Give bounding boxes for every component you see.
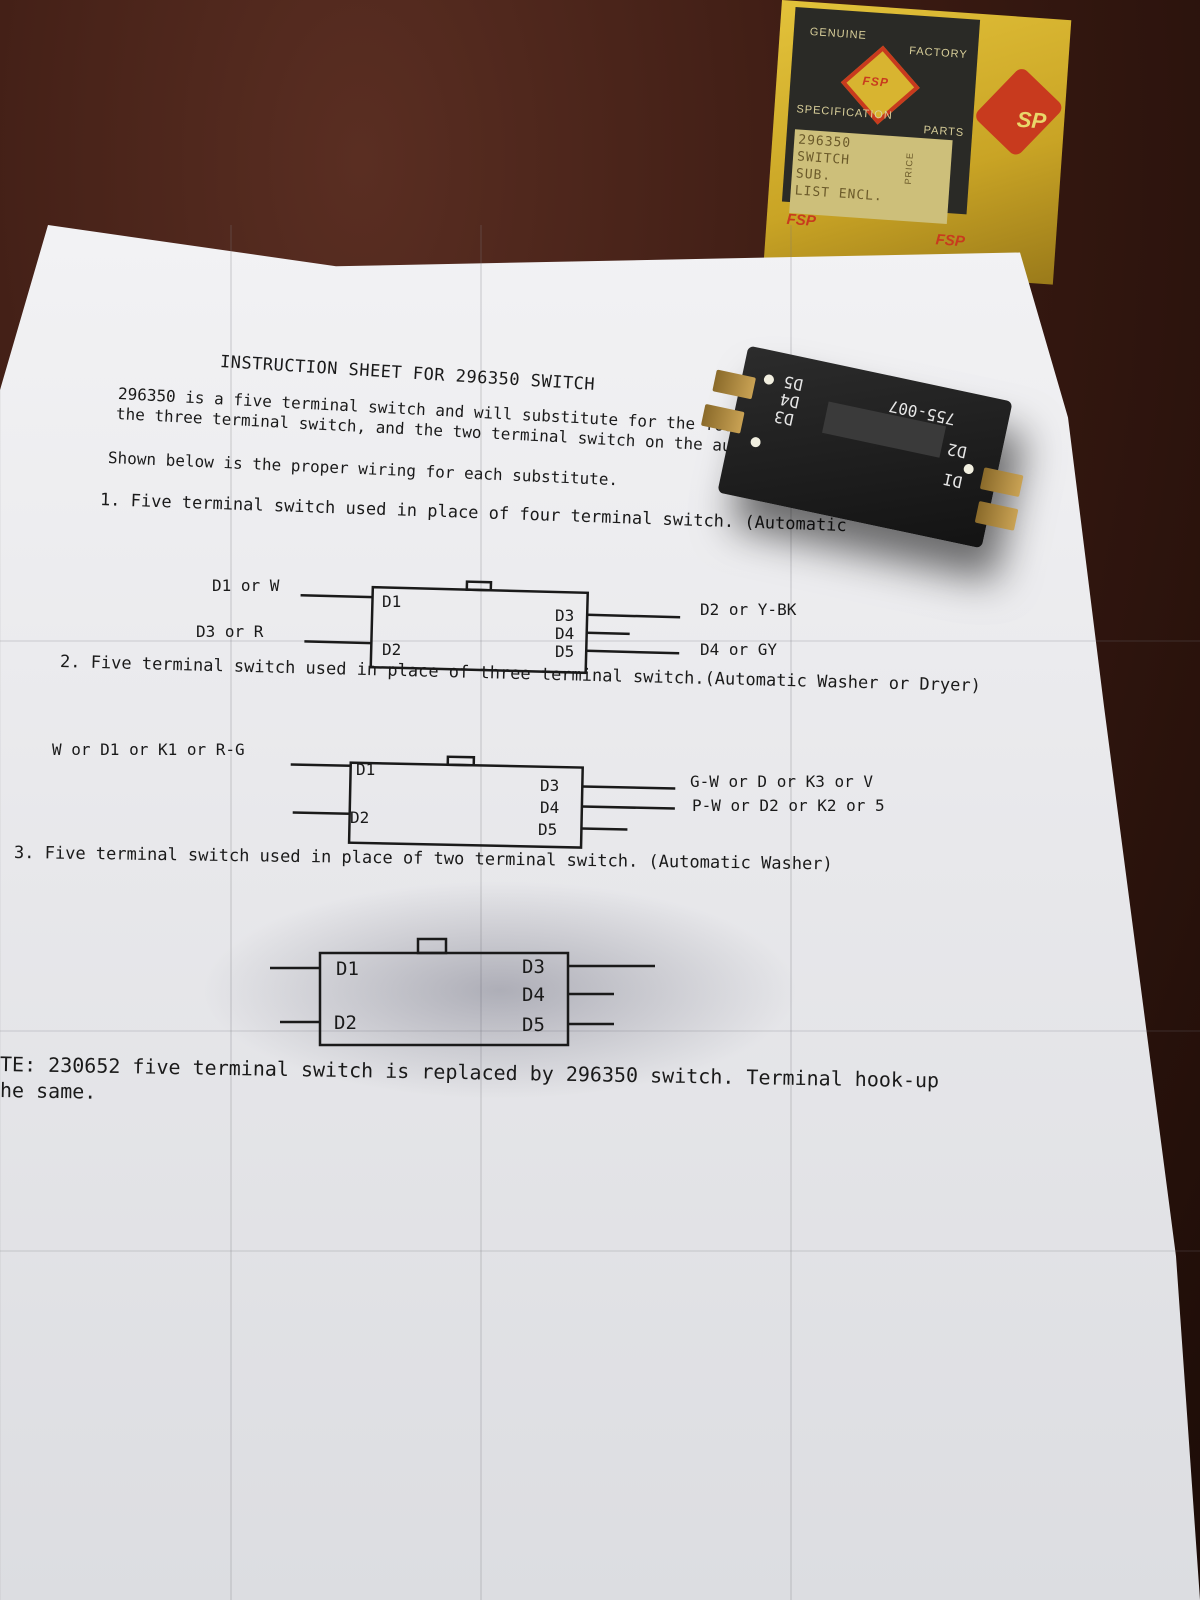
terminal-d1: D1 xyxy=(382,592,402,611)
mounting-hole xyxy=(962,463,975,475)
paper-crease xyxy=(790,225,792,1600)
terminal-d5: D5 xyxy=(522,1014,545,1036)
d1-right-top-label: D2 or Y-BK xyxy=(700,600,797,619)
terminal-d3: D3 xyxy=(522,956,545,978)
paper-crease xyxy=(0,1250,1200,1252)
instruction-item-1: 1. Five terminal switch used in place of… xyxy=(99,490,848,537)
instruction-item-3: 3. Five terminal switch used in place of… xyxy=(13,843,833,875)
component-terminal-label: DI xyxy=(941,469,964,492)
d2-right-top-label: G-W or D or K3 or V xyxy=(690,772,874,791)
terminal-d1: D1 xyxy=(336,958,359,980)
diagram-2 xyxy=(290,755,676,849)
terminal-d4: D4 xyxy=(522,984,545,1006)
mounting-hole xyxy=(749,436,762,449)
paper-crease xyxy=(230,225,232,1600)
note-line-1: TE: 230652 five terminal switch is repla… xyxy=(0,1052,940,1093)
diagram-3 xyxy=(270,937,655,1047)
d1-left-top-label: D1 or W xyxy=(212,576,280,595)
sheet-title: INSTRUCTION SHEET FOR 296350 SWITCH xyxy=(219,352,596,395)
terminal-d3: D3 xyxy=(540,776,560,795)
instruction-item-2: 2. Five terminal switch used in place of… xyxy=(59,652,982,697)
terminal-d2: D2 xyxy=(382,640,402,659)
terminal-d4: D4 xyxy=(555,624,575,643)
paper-crease xyxy=(0,1030,1200,1032)
switch-button xyxy=(446,755,476,767)
paper-crease xyxy=(480,225,482,1600)
paper-shadow xyxy=(200,880,800,1100)
note-line-2: he same. xyxy=(0,1078,97,1104)
shown-below-text: Shown below is the proper wiring for eac… xyxy=(107,448,619,490)
terminal-d5: D5 xyxy=(555,642,575,661)
paper-crease xyxy=(0,640,1200,642)
switch-button xyxy=(416,937,448,955)
d1-left-bottom-label: D3 or R xyxy=(196,622,264,641)
mounting-hole xyxy=(762,373,775,386)
d2-left-top-label: W or D1 or K1 or R-G xyxy=(52,740,245,759)
terminal-d4: D4 xyxy=(540,798,560,817)
terminal-d2: D2 xyxy=(350,808,370,827)
terminal-d1: D1 xyxy=(356,760,376,779)
component-terminal-label: D3 xyxy=(772,406,796,430)
diagram-1 xyxy=(300,580,681,675)
d1-right-bottom-label: D4 or GY xyxy=(700,640,778,659)
terminal-d3: D3 xyxy=(555,606,575,625)
d2-right-bottom-label: P-W or D2 or K2 or 5 xyxy=(692,796,885,815)
terminal-d5: D5 xyxy=(538,820,558,839)
component-terminal-label: D2 xyxy=(945,439,969,462)
terminal-d2: D2 xyxy=(334,1012,357,1034)
switch-button xyxy=(465,580,493,592)
